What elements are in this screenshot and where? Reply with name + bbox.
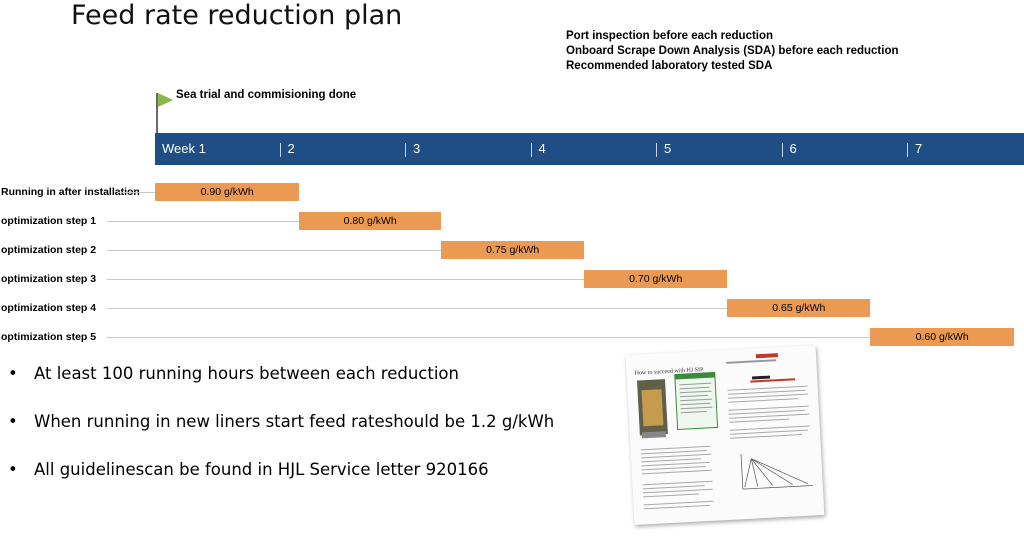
- week-separator: [907, 143, 908, 157]
- note-laboratory-sda: Recommended laboratory tested SDA: [566, 60, 773, 72]
- flag-pole: [156, 93, 158, 133]
- step-guide-line: [107, 221, 300, 222]
- week-separator: [656, 143, 657, 157]
- step-label: optimization step 5: [1, 331, 97, 343]
- note-onboard-sda: Onboard Scrape Down Analysis (SDA) befor…: [566, 45, 899, 57]
- feed-rate-bar: 0.90 g/kWh: [155, 183, 300, 201]
- step-label: optimization step 2: [1, 244, 97, 256]
- step-label: optimization step 1: [1, 215, 97, 227]
- week-label: 2: [287, 141, 295, 156]
- flag-icon: [158, 93, 173, 107]
- week-separator: [405, 143, 406, 157]
- bullet-dot-icon: •: [8, 412, 18, 431]
- week-timeline-bar: Week 1 2 3 4 5 6 7: [155, 133, 1024, 165]
- week-separator: [279, 143, 281, 157]
- service-letter-document-icon: How to succeed with HJ SIP: [625, 345, 825, 525]
- feed-rate-bar: 0.80 g/kWh: [299, 212, 442, 230]
- week-label: 5: [664, 141, 672, 156]
- bullet-text: At least 100 running hours between each …: [34, 364, 459, 383]
- milestone-label: Sea trial and commisioning done: [176, 89, 357, 101]
- step-guide-line: [118, 192, 155, 193]
- week-separator: [530, 143, 532, 157]
- week-label: 7: [915, 141, 923, 156]
- bullet-text: When running in new liners start feed ra…: [34, 412, 555, 431]
- week-label: 6: [789, 141, 797, 156]
- week-label: Week 1: [162, 141, 206, 156]
- bullet-new-liners: • When running in new liners start feed r…: [8, 412, 554, 431]
- bullet-service-letter: • All guidelinescan be found in HJL Servi…: [8, 460, 489, 479]
- feed-rate-bar: 0.75 g/kWh: [441, 241, 585, 259]
- feed-rate-bar: 0.65 g/kWh: [727, 299, 871, 317]
- step-label: Running in after installation: [1, 186, 140, 198]
- step-label: optimization step 4: [1, 302, 97, 314]
- step-label: optimization step 3: [1, 273, 97, 285]
- bullet-running-hours: • At least 100 running hours between each…: [8, 364, 459, 383]
- feed-rate-bar: 0.70 g/kWh: [584, 270, 728, 288]
- bullet-dot-icon: •: [8, 460, 18, 479]
- step-guide-line: [107, 250, 442, 251]
- page-title: Feed rate reduction plan: [71, 0, 403, 31]
- doc-heading: How to succeed with HJ SIP: [635, 367, 705, 377]
- step-guide-line: [107, 337, 871, 338]
- week-label: 3: [413, 141, 421, 156]
- week-label: 4: [538, 141, 546, 156]
- week-separator: [781, 143, 783, 157]
- bullet-text: All guidelinescan be found in HJL Servic…: [34, 460, 489, 479]
- note-port-inspection: Port inspection before each reduction: [566, 30, 774, 42]
- step-guide-line: [107, 279, 585, 280]
- step-guide-line: [107, 308, 728, 309]
- feed-rate-bar: 0.60 g/kWh: [870, 328, 1014, 346]
- bullet-dot-icon: •: [8, 364, 18, 383]
- inspection-notes: Port inspection before each reduction On…: [566, 29, 899, 74]
